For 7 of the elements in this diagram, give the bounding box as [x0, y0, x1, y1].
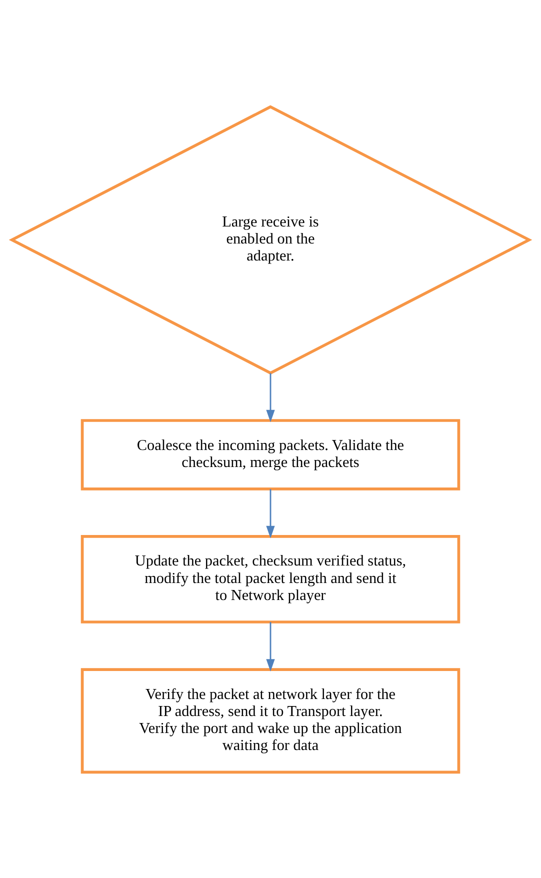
node-diamond: Large receive is enabled on the adapter.: [8, 104, 532, 374]
arrow: [266, 488, 275, 538]
node-box: Coalesce the incoming packets. Validate the checksum, merge the packets: [80, 418, 460, 490]
arrow: [266, 622, 275, 672]
arrow: [266, 372, 275, 422]
node-box: Verify the packet at network layer for the IP address, send it to Transport layer. Verify the port and wake up the application waiting for data: [80, 668, 460, 774]
node-box: Update the packet, checksum verified status, modify the total packet length and send it to Network player: [80, 534, 460, 623]
